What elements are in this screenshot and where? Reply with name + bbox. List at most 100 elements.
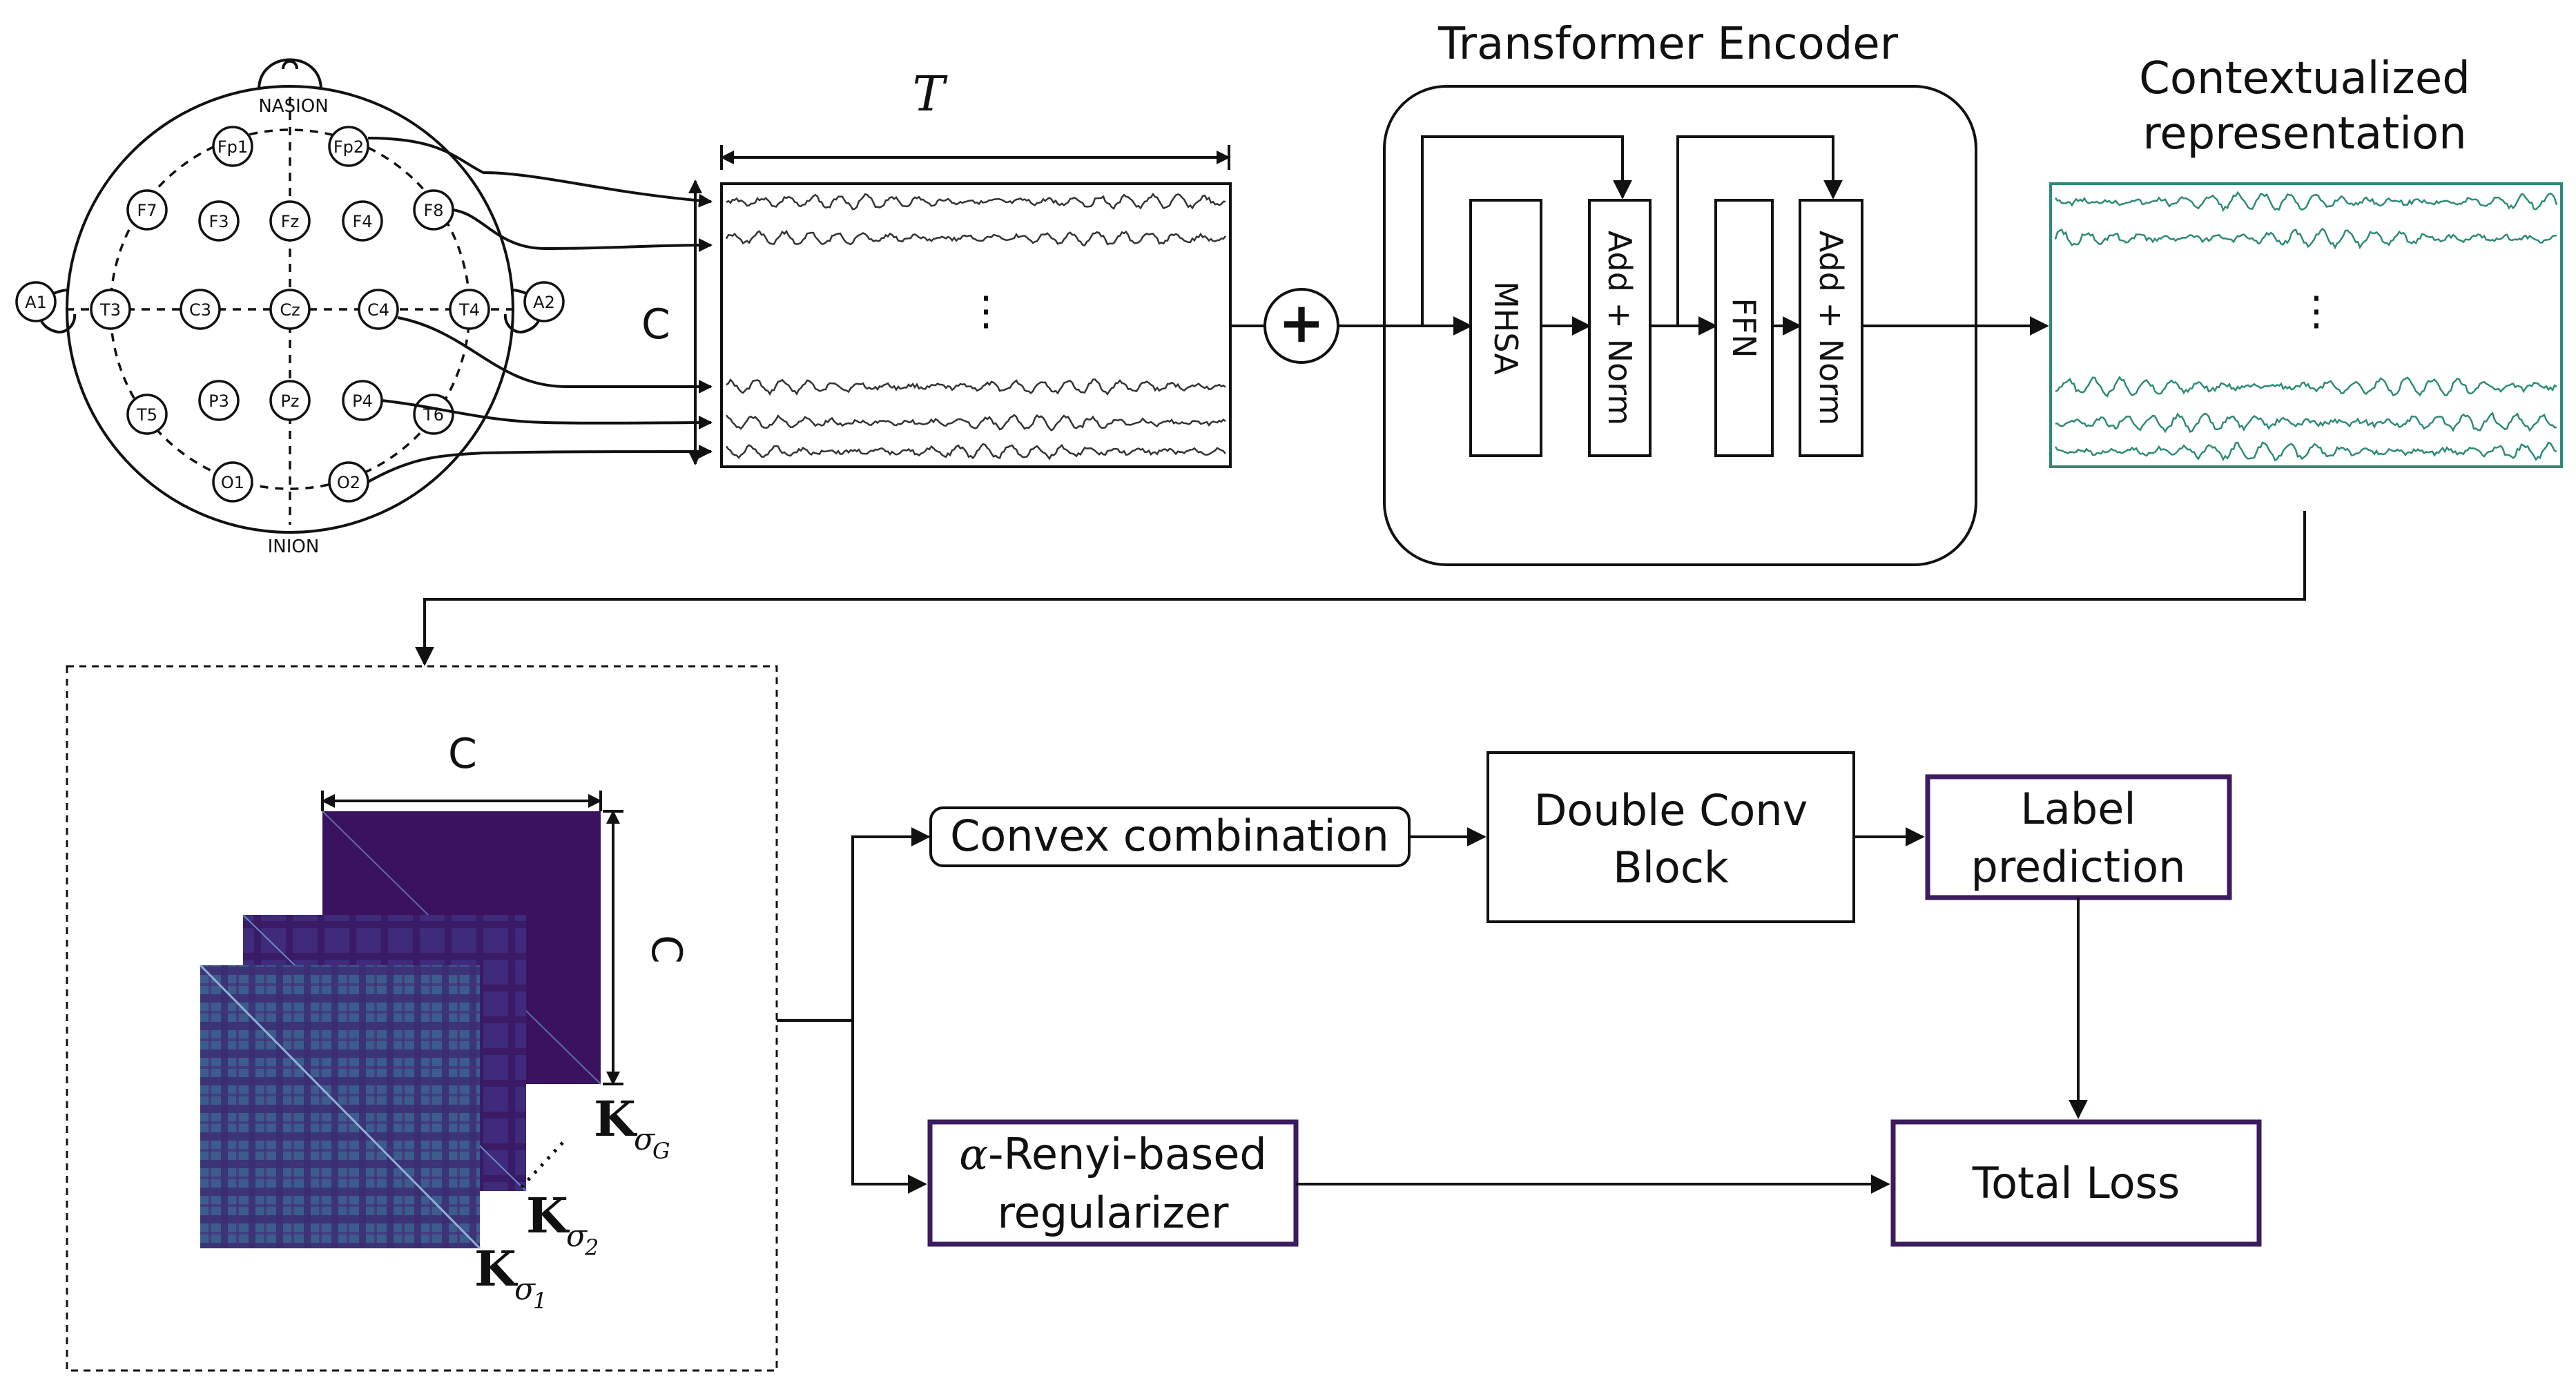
- kernels-to-renyi-arrow: [851, 1020, 927, 1194]
- contextual-waveforms: [2054, 191, 2558, 462]
- electrode-f3: F3: [198, 200, 240, 242]
- contextualized-representation: Contextualized representation ⋮: [2049, 53, 2563, 468]
- convex-label: Convex combination: [950, 811, 1389, 861]
- svg-text:K: K: [474, 1240, 518, 1297]
- electrode-p3: P3: [198, 380, 240, 421]
- time-axis-label: T: [913, 66, 948, 122]
- nose: [258, 58, 322, 90]
- svg-text:F4: F4: [352, 212, 372, 231]
- svg-text:σ: σ: [514, 1272, 536, 1307]
- svg-text:Fp2: Fp2: [333, 137, 364, 157]
- waveform-trace-4: [725, 443, 1226, 461]
- electrode-f4: F4: [342, 200, 383, 242]
- kernels-to-convex-arrow: [777, 827, 931, 1022]
- double-conv-label-2: Block: [1613, 842, 1729, 893]
- electrode-a1: A1: [15, 281, 57, 322]
- svg-text:G: G: [652, 1138, 670, 1164]
- waveform-trace-3: [2055, 412, 2557, 434]
- svg-text:T4: T4: [458, 300, 480, 320]
- waveform-trace-1: [725, 229, 1226, 246]
- residual-2: [1676, 135, 1843, 326]
- connector-c4: [397, 316, 713, 394]
- electrode-fz: Fz: [269, 200, 311, 242]
- svg-text:F8: F8: [423, 201, 443, 220]
- inion-label: INION: [268, 536, 320, 557]
- kernel-label-1: K σ 1: [474, 1240, 547, 1314]
- label-prediction-1: Label: [2020, 784, 2136, 834]
- electrode-t4: T4: [449, 289, 490, 330]
- svg-text:A1: A1: [25, 293, 47, 312]
- ffn-label: FFN: [1725, 298, 1763, 358]
- svg-text:K: K: [526, 1187, 570, 1244]
- transformer-encoder: Transformer Encoder MHSA Add + Norm FFN …: [1338, 19, 2049, 566]
- electrode-c4: C4: [358, 289, 399, 330]
- electrode-o2: O2: [328, 461, 369, 503]
- electrode-pz: Pz: [269, 380, 311, 421]
- contextual-title-1: Contextualized: [2139, 53, 2470, 104]
- waveform-trace-2: [726, 378, 1226, 396]
- eeg-waveforms: [725, 193, 1226, 461]
- svg-text:F7: F7: [137, 201, 157, 220]
- add-norm-label-2: Add + Norm: [1812, 231, 1850, 425]
- svg-text:2: 2: [584, 1235, 599, 1261]
- kernel-label-g: K σ G: [594, 1090, 670, 1164]
- svg-text:O2: O2: [337, 473, 360, 492]
- label-prediction-2: prediction: [1970, 842, 2185, 892]
- electrode-t3: T3: [90, 289, 131, 330]
- svg-text:σ: σ: [566, 1219, 588, 1254]
- mhsa-label: MHSA: [1487, 281, 1524, 375]
- electrode-o1: O1: [212, 461, 253, 503]
- waveform-trace-0: [2055, 191, 2558, 213]
- positional-add-node: +: [1263, 288, 1339, 364]
- waveform-trace-2: [2055, 375, 2557, 398]
- ffn-block: [1714, 199, 1774, 457]
- nasion-label: NASION: [258, 96, 328, 117]
- svg-text:Fz: Fz: [281, 212, 299, 231]
- waveform-trace-0: [726, 193, 1226, 211]
- channel-axis-label: C: [641, 300, 670, 349]
- svg-text:P3: P3: [209, 391, 229, 411]
- double-conv-label-1: Double Conv: [1534, 785, 1808, 835]
- label-prediction-box: Label prediction: [1925, 774, 2232, 900]
- svg-text:Pz: Pz: [280, 391, 299, 411]
- svg-text:O1: O1: [221, 473, 244, 492]
- svg-text:C3: C3: [189, 300, 211, 320]
- contextual-title-2: representation: [2142, 108, 2466, 159]
- svg-text:T3: T3: [99, 300, 121, 320]
- kernel-side-label: C: [642, 935, 690, 964]
- renyi-label-1: α-Renyi-based: [959, 1129, 1266, 1179]
- encoder-title: Transformer Encoder: [1437, 19, 1899, 70]
- electrode-a2: A2: [523, 281, 565, 322]
- add-norm-block-2: [1799, 199, 1863, 457]
- eeg-signal-box: [720, 182, 1232, 468]
- svg-text:Cz: Cz: [280, 300, 300, 320]
- double-conv-box: Double Conv Block: [1486, 751, 1855, 923]
- electrode-t5: T5: [126, 394, 168, 435]
- svg-text:σ: σ: [634, 1122, 656, 1157]
- mhsa-block: [1469, 199, 1542, 457]
- renyi-regularizer-box: α-Renyi-based regularizer: [927, 1119, 1299, 1247]
- connector-f8: [452, 209, 713, 253]
- connector-p4: [381, 399, 713, 430]
- svg-text:P4: P4: [352, 391, 373, 411]
- contextual-to-kernels-arrow: [415, 511, 2306, 666]
- svg-text:A2: A2: [533, 293, 555, 312]
- kernel-dashed-frame: [66, 665, 778, 1372]
- waveform-trace-1: [2054, 227, 2557, 250]
- electrode-c3: C3: [180, 289, 221, 330]
- waveform-trace-3: [726, 414, 1226, 432]
- electrode-f8: F8: [413, 189, 454, 231]
- waveform-trace-4: [2054, 441, 2557, 462]
- total-loss-box: Total Loss: [1890, 1119, 2262, 1247]
- eeg-signal-panel: T C ⋮: [641, 66, 1232, 468]
- svg-text:+: +: [1278, 291, 1324, 355]
- kernel-label-2: K σ 2: [526, 1187, 599, 1261]
- svg-text:1: 1: [533, 1288, 547, 1314]
- electrode-t6: T6: [413, 394, 454, 435]
- svg-text:Fp1: Fp1: [217, 137, 248, 157]
- convex-combination-box: Convex combination: [929, 806, 1411, 867]
- channel-ellipsis: ⋮: [966, 287, 1006, 334]
- electrode-cz: Cz: [269, 289, 311, 330]
- connector-o2: [367, 445, 713, 483]
